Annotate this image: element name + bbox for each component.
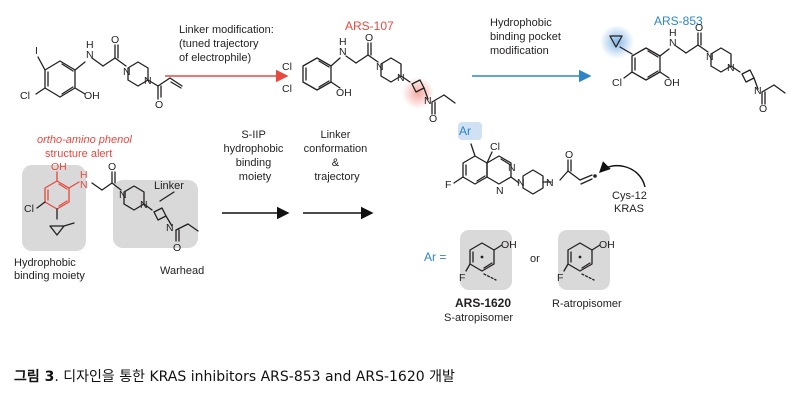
mid-atom-cl: Cl bbox=[24, 203, 34, 215]
s-atropisomer-ring bbox=[465, 242, 503, 281]
ortho-aminophenol-alert-label: ortho-amino phenol structure alert bbox=[37, 134, 135, 160]
final-atom-n1: N bbox=[496, 185, 504, 197]
final-ar-label: Ar bbox=[459, 124, 471, 138]
starting-compound-structure bbox=[35, 44, 183, 100]
arrow4-label: Linker conformation & trajectory bbox=[304, 129, 371, 183]
s-atropisomer-highlight bbox=[460, 230, 512, 290]
mid-atom-n3: N bbox=[166, 222, 174, 234]
ars-107-structure bbox=[302, 42, 456, 115]
r-atom-f: F bbox=[557, 272, 563, 284]
or-label: or bbox=[530, 253, 540, 265]
ars853-annotated-structure bbox=[36, 171, 199, 242]
r-atropisomer-label: R-atropisomer bbox=[552, 298, 622, 310]
mid-atom-n2: N bbox=[140, 199, 148, 211]
final-atom-cl: Cl bbox=[490, 141, 500, 153]
alert-atom-h: H bbox=[80, 169, 88, 181]
atom-piperazine-n2: N bbox=[144, 75, 152, 87]
alert-atom-n: N bbox=[80, 179, 88, 191]
mid-atom-o2: O bbox=[173, 242, 181, 254]
caption-text: . 디자인을 통한 KRAS inhibitors ARS-853 and AR… bbox=[54, 369, 455, 385]
cys12-attack-arrow bbox=[599, 161, 646, 188]
figure-canvas: I Cl OH N H O N N O Linker modification:… bbox=[14, 14, 786, 324]
ars107-atom-cl-bottom: Cl bbox=[282, 83, 292, 95]
ars107-atom-oh: OH bbox=[336, 87, 352, 99]
ars107-atom-n2: N bbox=[376, 61, 384, 73]
final-atom-n4: N bbox=[546, 177, 554, 189]
caption-prefix: 그림 3 bbox=[14, 369, 55, 385]
ars107-atom-o2: O bbox=[429, 113, 437, 125]
alert-atom-oh: OH bbox=[51, 161, 67, 173]
mid-atom-n1: N bbox=[119, 189, 127, 201]
final-atom-n3: N bbox=[517, 177, 525, 189]
ars853-atom-h: H bbox=[669, 27, 677, 39]
atom-chlorine: Cl bbox=[20, 90, 30, 102]
s-atropisomer-label: S-atropisomer bbox=[444, 312, 513, 324]
ars107-atom-n4: N bbox=[424, 95, 432, 107]
ars-853-structure bbox=[609, 32, 786, 105]
atom-carbonyl-o: O bbox=[111, 34, 119, 46]
cys12-kras-label: Cys-12 KRAS bbox=[612, 190, 650, 215]
ars853-atom-n2: N bbox=[706, 51, 714, 63]
ars107-atom-n: N bbox=[339, 46, 347, 58]
ar-highlight bbox=[458, 122, 482, 140]
ar-equals-label: Ar = bbox=[424, 250, 446, 264]
ars853-atom-cl: Cl bbox=[612, 77, 622, 89]
ars853-atom-n4: N bbox=[754, 85, 762, 97]
ars107-atom-n3: N bbox=[397, 72, 405, 84]
r-atom-oh: OH bbox=[599, 239, 615, 251]
linker-label: Linker bbox=[154, 180, 184, 192]
ars107-atom-cl-top: Cl bbox=[282, 61, 292, 73]
final-atom-f: F bbox=[445, 179, 451, 191]
ars107-atom-o: O bbox=[365, 32, 373, 44]
atom-acryl-o: O bbox=[155, 99, 163, 111]
ars107-atom-h: H bbox=[339, 36, 347, 48]
ars853-atom-oh: OH bbox=[664, 77, 680, 89]
ars-853-pocket-highlight bbox=[600, 25, 634, 59]
arrow3-label: S-IIP hydrophobic binding moiety bbox=[224, 129, 287, 183]
ars-107-title: ARS-107 bbox=[345, 19, 394, 33]
quinazoline-scaffold bbox=[453, 143, 597, 195]
mid-atom-o: O bbox=[108, 161, 116, 173]
final-atom-n2: N bbox=[508, 162, 516, 174]
r-atropisomer-ring bbox=[563, 242, 601, 281]
ars-1620-name: ARS-1620 bbox=[455, 296, 511, 310]
warhead-label: Warhead bbox=[160, 265, 204, 277]
atom-amine-h: H bbox=[86, 39, 94, 51]
ars853-atom-n3: N bbox=[727, 62, 735, 74]
atom-hydroxyl: OH bbox=[84, 90, 100, 102]
s-atom-oh: OH bbox=[501, 239, 517, 251]
ars853-atom-n: N bbox=[669, 37, 677, 49]
atom-amine-n: N bbox=[86, 49, 94, 61]
atom-iodine: I bbox=[35, 45, 38, 57]
arrow1-label: Linker modification: (tuned trajectory o… bbox=[179, 24, 277, 64]
arrow2-label: Hydrophobic binding pocket modification bbox=[490, 17, 564, 57]
ars853-atom-o2: O bbox=[759, 103, 767, 115]
hydrophobic-moiety-label: Hydrophobic binding moiety bbox=[14, 257, 85, 282]
ars-853-title: ARS-853 bbox=[654, 14, 703, 28]
ars853-atom-o: O bbox=[695, 22, 703, 34]
figure-caption: 그림 3. 디자인을 통한 KRAS inhibitors ARS-853 an… bbox=[14, 366, 455, 386]
r-atropisomer-highlight bbox=[558, 230, 610, 290]
s-atom-f: F bbox=[459, 272, 465, 284]
ars-107-linker-highlight bbox=[402, 77, 434, 109]
final-atom-o: O bbox=[565, 149, 573, 161]
atom-piperazine-n1: N bbox=[123, 66, 131, 78]
